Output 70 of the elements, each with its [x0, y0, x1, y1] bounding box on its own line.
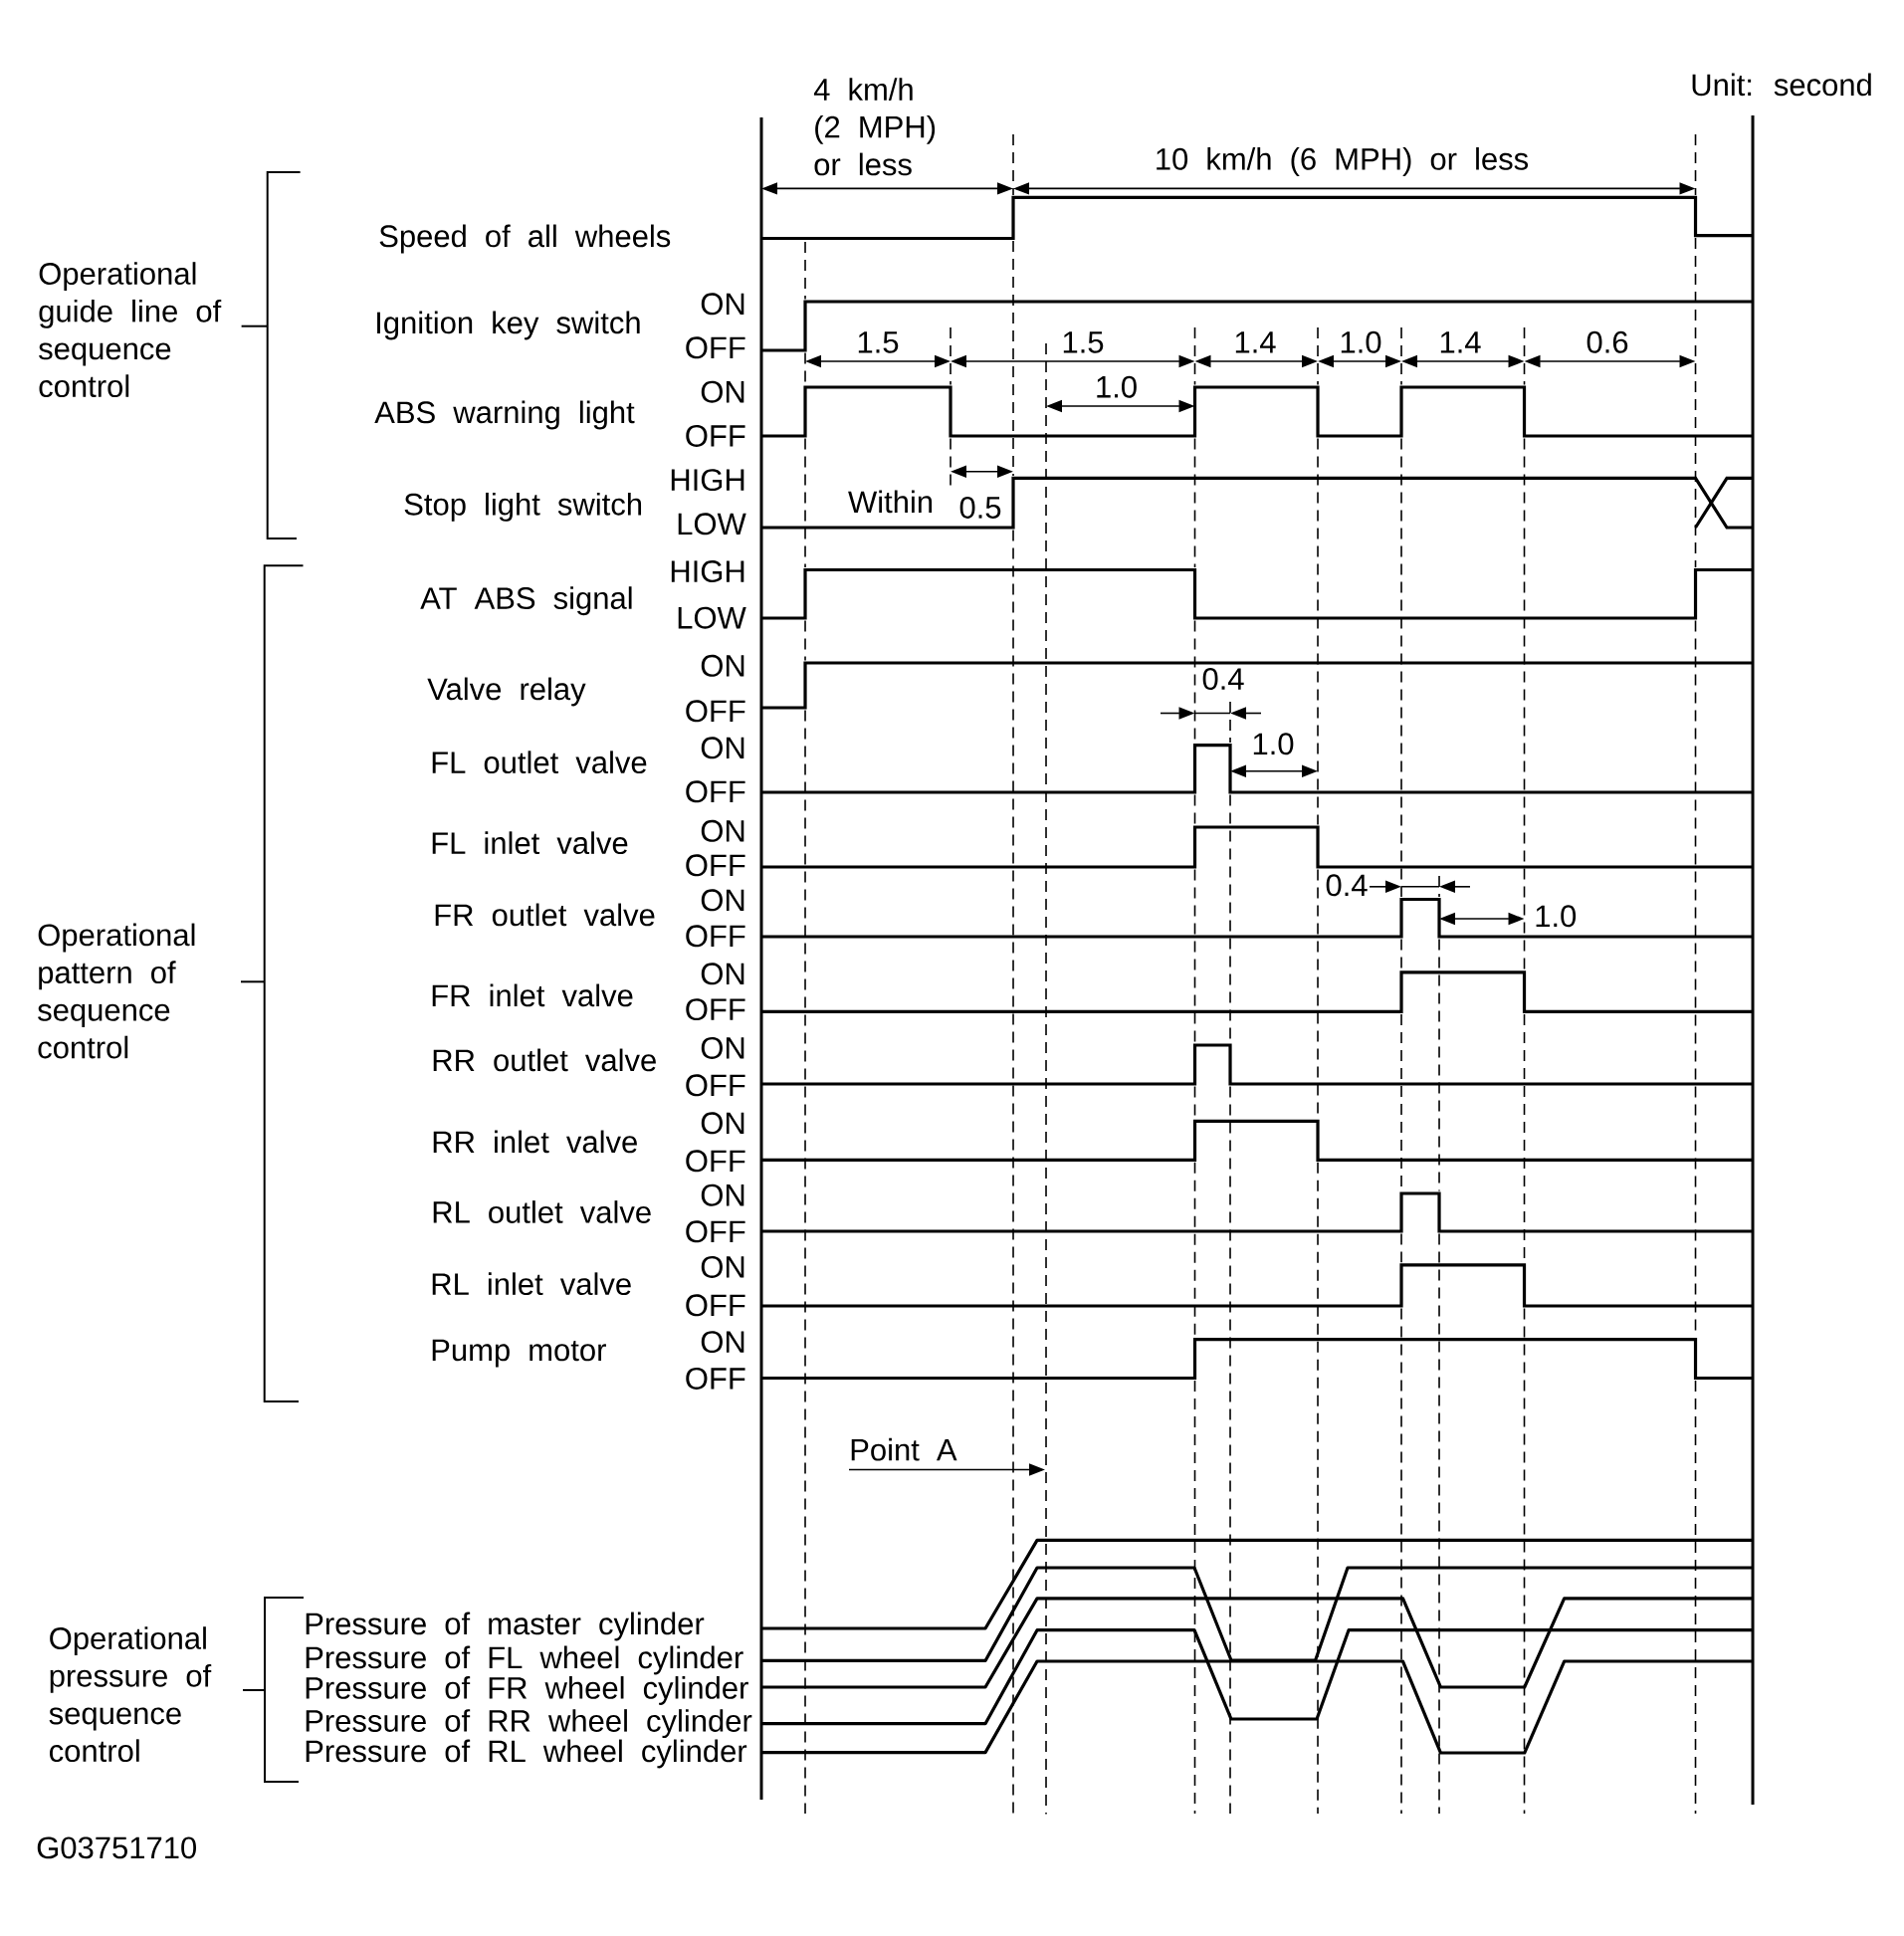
state-label: OFF [686, 1150, 745, 1173]
dimension-value: 0.4 [1202, 668, 1244, 690]
pressure-label: Pressure of RL wheel cylinder [306, 1739, 747, 1769]
state-label: ON [701, 293, 744, 316]
signal-name: ABS warning light [374, 400, 635, 430]
signal-name: Ignition key switch [377, 311, 640, 340]
state-label: ON [701, 889, 744, 912]
pressure-label: Pressure of RR wheel cylinder [306, 1709, 752, 1739]
state-label: LOW [678, 606, 746, 629]
signal-name: FR outlet valve [435, 903, 655, 927]
state-label: ON [701, 963, 744, 985]
state-label: ON [701, 654, 744, 677]
state-label: OFF [686, 336, 745, 359]
state-label: OFF [686, 1220, 745, 1243]
speed-range-label: 4 km/h (2 MPH) or less [813, 78, 936, 176]
state-label: OFF [686, 424, 745, 447]
state-label: OFF [686, 998, 745, 1021]
state-label: ON [701, 737, 744, 759]
signal-name: Valve relay [427, 677, 586, 707]
unit-note: Unit: second [1692, 73, 1871, 97]
signal-name: RL outlet valve [433, 1200, 651, 1223]
state-label: ON [701, 380, 744, 403]
dimension-value: 1.0 [1097, 375, 1137, 398]
state-label: OFF [686, 780, 745, 803]
state-label: OFF [686, 854, 745, 877]
signal-name: RR outlet valve [433, 1048, 656, 1072]
dimension-value: 1.0 [1341, 330, 1381, 353]
dimension-value: 1.4 [1440, 331, 1481, 353]
signal-name: AT ABS signal [420, 586, 632, 616]
pressure-label: Pressure of FR wheel cylinder [306, 1676, 748, 1705]
state-label: OFF [686, 925, 745, 948]
signal-name: FL outlet valve [432, 751, 647, 774]
point-label: Point A [851, 1437, 957, 1461]
group-label: Operational guide line of sequence control [39, 262, 222, 398]
dimension-value: 1.4 [1235, 331, 1276, 353]
state-label: OFF [686, 1294, 745, 1317]
state-label: OFF [686, 1074, 745, 1097]
state-label: ON [701, 1331, 744, 1354]
marker-line [1045, 342, 1047, 1816]
dimension-value: 0.5 [959, 496, 1001, 519]
dimension-value: 0.6 [1587, 330, 1628, 353]
dimension-value: 1.0 [1253, 733, 1294, 755]
state-label: OFF [686, 700, 745, 723]
signal-name: RL inlet valve [432, 1272, 631, 1296]
pressure-label: Pressure of master cylinder [306, 1612, 705, 1641]
state-label: ON [701, 1112, 744, 1135]
dimension-value: 1.5 [858, 331, 899, 353]
signal-name: RR inlet valve [433, 1130, 637, 1154]
signal-name: Pump motor [432, 1339, 606, 1368]
speed-range-label: 10 km/h (6 MPH) or less [1157, 147, 1529, 176]
signal-name: FL inlet valve [432, 831, 628, 855]
signal-name: Stop light switch [404, 492, 642, 522]
state-label: HIGH [671, 560, 744, 582]
state-label: OFF [686, 1367, 745, 1390]
dimension-value: 1.5 [1063, 331, 1104, 353]
signal-name: Speed of all wheels [379, 224, 671, 254]
pressure-label: Pressure of FL wheel cylinder [306, 1645, 743, 1675]
group-label: Operational pattern of sequence control [38, 923, 195, 1059]
state-label: ON [701, 1036, 744, 1059]
state-label: HIGH [671, 469, 744, 492]
dimension-value: 1.0 [1536, 905, 1577, 928]
state-label: LOW [678, 513, 746, 536]
state-label: ON [701, 1255, 744, 1278]
signal-name: FR inlet valve [432, 983, 633, 1007]
dimension-note: Within [848, 490, 933, 514]
figure-code: G03751710 [37, 1836, 196, 1859]
group-label: Operational pressure of sequence control [49, 1626, 212, 1763]
state-label: ON [701, 819, 744, 842]
dimension-value: 0.4 [1326, 874, 1368, 897]
state-label: ON [701, 1183, 744, 1206]
